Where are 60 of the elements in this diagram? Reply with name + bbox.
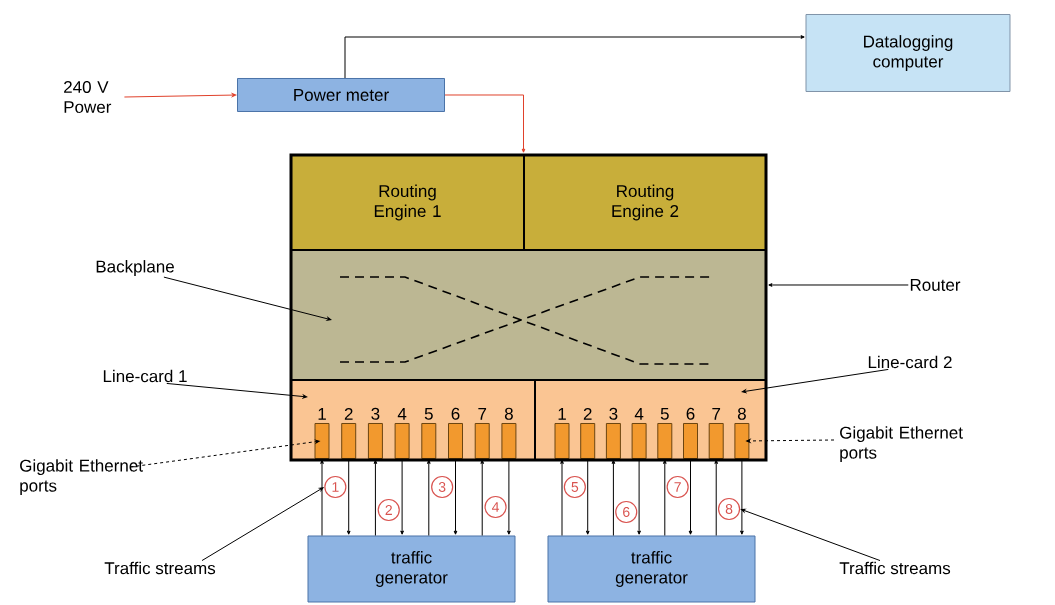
leader-line xyxy=(201,487,324,562)
leader-line xyxy=(129,439,320,468)
arrow xyxy=(400,458,404,535)
backplane-label: Backplane xyxy=(96,260,174,276)
arrow xyxy=(480,459,485,536)
port-number: 2 xyxy=(583,407,592,420)
arrow xyxy=(507,458,511,535)
arrow xyxy=(637,458,641,535)
leader-line xyxy=(746,439,835,443)
leader-line xyxy=(166,382,308,399)
port-number: 3 xyxy=(371,407,380,420)
port-number: 7 xyxy=(712,408,721,420)
port-number: 5 xyxy=(660,407,669,420)
leader-line xyxy=(163,276,332,321)
arrow xyxy=(714,459,719,536)
port-number: 8 xyxy=(504,407,513,420)
power-label: 240 V Power xyxy=(64,81,112,113)
port-number: 6 xyxy=(451,407,460,420)
routing-engine-box: Routing Engine 1 xyxy=(290,154,525,251)
arrow xyxy=(740,458,744,535)
port-number: 7 xyxy=(478,408,487,420)
computer-box: Datalogging computer xyxy=(805,14,1011,92)
backplane-panel xyxy=(290,249,767,381)
routing-engine-box: Routing Engine 2 xyxy=(523,154,767,251)
port-number: 2 xyxy=(344,407,353,420)
traffic-generator-box: traffic generator xyxy=(547,535,756,603)
port-number: 3 xyxy=(609,407,618,420)
port-number: 1 xyxy=(318,408,326,420)
arrow xyxy=(346,458,351,535)
port-number: 8 xyxy=(737,407,746,420)
arrow xyxy=(426,459,431,536)
power-meter-box: Power meter xyxy=(237,78,445,112)
traffic-streams-label: Traffic streams xyxy=(839,561,951,575)
arrow xyxy=(444,94,526,153)
leader-line xyxy=(768,283,909,287)
ports-label: Gigabit Ethernet ports xyxy=(20,459,143,496)
arrow xyxy=(611,459,616,536)
arrow xyxy=(453,458,458,535)
arrow xyxy=(123,93,237,98)
arrow xyxy=(688,458,693,535)
leader-line xyxy=(740,508,881,562)
port-number: 4 xyxy=(397,408,407,420)
arrow xyxy=(320,459,324,536)
leader-line xyxy=(741,368,889,394)
arrow xyxy=(662,459,667,536)
traffic-streams-label: Traffic streams xyxy=(104,561,216,575)
traffic-generator-box: traffic generator xyxy=(307,535,516,603)
port-number: 1 xyxy=(558,408,566,420)
router-label: Router xyxy=(910,279,961,291)
arrow xyxy=(585,458,590,535)
arrow xyxy=(373,459,378,536)
ports-label: Gigabit Ethernet ports xyxy=(840,426,963,463)
line-card-label: Line-card 2 xyxy=(868,355,952,369)
line-card-label: Line-card 1 xyxy=(103,369,187,383)
port-number: 4 xyxy=(634,408,644,420)
port-number: 6 xyxy=(686,407,695,420)
port-number: 5 xyxy=(424,407,433,420)
arrow xyxy=(344,35,805,79)
arrow xyxy=(560,459,564,536)
router-box xyxy=(289,153,768,462)
